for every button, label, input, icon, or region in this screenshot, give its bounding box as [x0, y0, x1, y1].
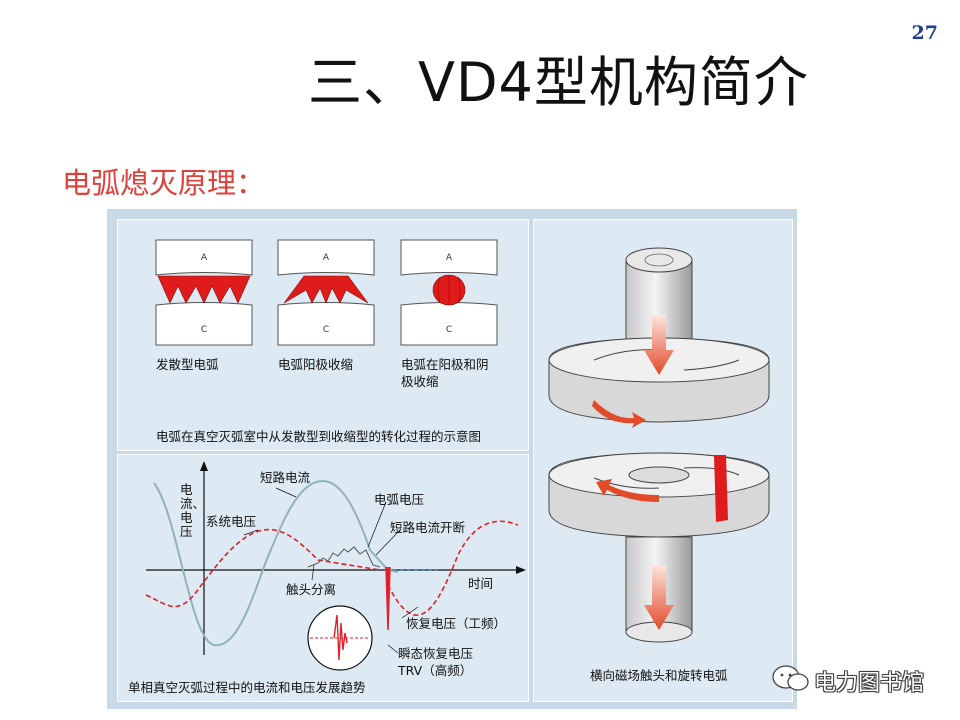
- watermark-text: 电力图书馆: [814, 671, 925, 696]
- label-both-contraction-line1: 电弧在阳极和阴: [401, 357, 489, 372]
- arc-shapes-caption: 电弧在真空灭弧室中从发散型到收缩型的转化过程的示意图: [156, 429, 482, 444]
- electrode-label-c: C: [323, 325, 329, 335]
- recovery-voltage-wave: [387, 520, 519, 616]
- slide-title: 三、VD4型机构简介: [308, 51, 809, 114]
- waveform-diagram: [145, 461, 526, 671]
- y-axis-label: 电流、电压: [180, 482, 206, 539]
- current-arrow-down-bottom: [644, 565, 674, 630]
- electrode-label-c: C: [201, 325, 207, 335]
- annotation-trv-line1: 瞬态恢复电压: [398, 646, 474, 661]
- short-circuit-current-wave: [153, 479, 399, 647]
- trv-spike: [385, 566, 391, 631]
- section-subtitle: 电弧熄灭原理：: [62, 166, 266, 200]
- page-number: 27: [911, 22, 938, 44]
- x-axis-label: 时间: [468, 576, 494, 591]
- wechat-icon: [772, 665, 809, 691]
- transverse-magnetic-contact-diagram: [548, 247, 770, 643]
- diffuse-arc-contacts: A C: [155, 239, 253, 346]
- electrode-label-a: A: [201, 253, 208, 263]
- contact-panel: 横向磁场触头和旋转电弧: [533, 219, 793, 702]
- rotation-arrow-upper: [592, 400, 646, 428]
- label-both-contraction-line2: 极收缩: [401, 374, 439, 389]
- annotation-recovery-voltage: 恢复电压（工频）: [406, 616, 507, 631]
- electrode-label-a: A: [323, 253, 330, 263]
- arc-shapes-panel: A C A C A C 发散型电弧 电弧阳极收缩 电弧在阳极和: [117, 219, 529, 451]
- rotation-arrow-lower: [596, 479, 659, 502]
- annotation-system-voltage: 系统电压: [206, 514, 257, 529]
- arc-shapes-diagram: A C A C A C: [155, 239, 498, 346]
- system-voltage-wave: [145, 528, 381, 608]
- rotating-arc: [714, 455, 728, 522]
- anode-contracted-contacts: A C: [277, 239, 375, 346]
- annotation-short-circuit-current: 短路电流: [260, 470, 311, 485]
- waveform-panel: 电流、电压 时间 短路电流 电弧电压 系统电压 短路电流开断 触头分离 恢复电压…: [117, 454, 529, 702]
- annotation-trv-line2: TRV（高频）: [398, 663, 473, 678]
- arc-voltage-trace: [307, 546, 381, 568]
- contact-caption: 横向磁场触头和旋转电弧: [590, 668, 728, 683]
- waveform-caption: 单相真空灭弧过程中的电流和电压发展趋势: [128, 680, 366, 695]
- watermark: [772, 665, 809, 691]
- label-diffuse-arc: 发散型电弧: [156, 357, 219, 372]
- annotation-contact-separation: 触头分离: [286, 582, 337, 597]
- annotation-arc-voltage: 电弧电压: [374, 492, 425, 507]
- annotation-current-interruption: 短路电流开断: [390, 520, 466, 535]
- electrode-label-a: A: [446, 253, 453, 263]
- current-arrow-down-top: [644, 315, 674, 375]
- label-anode-contraction: 电弧阳极收缩: [278, 357, 354, 372]
- constricted-arc-contacts: A C: [400, 239, 498, 346]
- figure-frame: A C A C A C 发散型电弧 电弧阳极收缩 电弧在阳极和: [107, 209, 797, 709]
- electrode-label-c: C: [446, 325, 452, 335]
